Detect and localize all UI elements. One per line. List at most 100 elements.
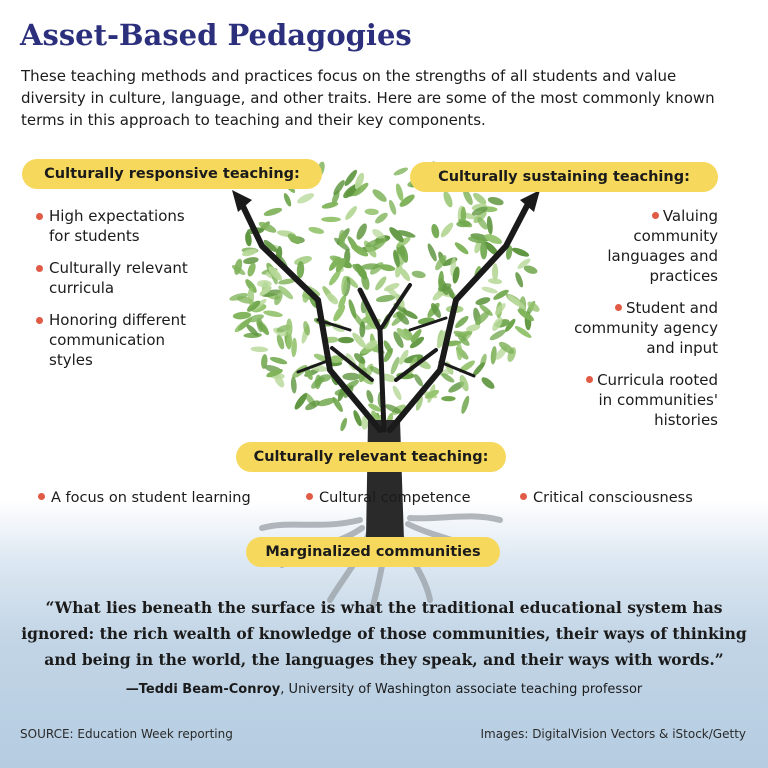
leaf xyxy=(392,385,402,401)
leaf xyxy=(410,329,422,343)
leaf xyxy=(424,389,440,399)
leaf xyxy=(305,400,320,411)
leaf xyxy=(247,262,256,277)
leaf xyxy=(291,337,297,358)
leaf xyxy=(258,221,277,233)
leaf xyxy=(475,297,491,305)
leaf xyxy=(350,244,369,257)
leaf xyxy=(361,263,380,270)
leaf xyxy=(411,270,426,279)
leaf xyxy=(481,377,495,389)
leaf xyxy=(242,249,257,257)
leaf xyxy=(460,206,467,224)
leaf xyxy=(268,266,283,281)
leaf xyxy=(294,393,307,410)
leaf xyxy=(438,270,444,290)
tree-branches xyxy=(237,197,533,433)
leaf xyxy=(366,389,374,404)
leaf xyxy=(480,241,488,260)
list-item: A focus on student learning xyxy=(38,490,251,506)
leaf xyxy=(263,310,283,318)
leaf xyxy=(468,236,487,244)
leaf xyxy=(461,395,470,414)
leaf xyxy=(435,255,447,271)
leaf xyxy=(456,220,471,228)
leaf xyxy=(395,183,404,201)
leaf xyxy=(484,241,499,256)
leaf xyxy=(448,381,465,393)
bullet-icon xyxy=(651,212,659,219)
leaf xyxy=(338,295,347,310)
leaf xyxy=(375,294,396,303)
leaf xyxy=(317,374,332,383)
leaf xyxy=(353,182,369,197)
leaf xyxy=(364,340,378,350)
leaf xyxy=(472,362,485,377)
leaf xyxy=(278,278,296,285)
leaf xyxy=(354,172,365,190)
leaf xyxy=(386,287,399,298)
leaf xyxy=(247,287,255,306)
leaf xyxy=(505,318,516,332)
leaf xyxy=(430,303,442,318)
leaf xyxy=(355,263,368,280)
arrow-left-icon xyxy=(232,190,252,212)
leaf xyxy=(326,293,339,305)
image-credit: Images: DigitalVision Vectors & iStock/G… xyxy=(480,727,747,741)
leaf xyxy=(490,346,497,365)
leaf xyxy=(481,286,498,294)
leaf xyxy=(505,245,513,260)
leaf xyxy=(402,309,418,319)
intro-text: These teaching methods and practices foc… xyxy=(21,67,715,129)
leaf xyxy=(471,206,488,216)
leaf xyxy=(333,180,345,196)
leaf xyxy=(372,229,385,240)
leaf xyxy=(321,216,341,223)
leaf xyxy=(441,396,456,402)
leaf xyxy=(261,354,268,369)
leaf xyxy=(375,212,388,224)
leaf xyxy=(459,360,475,373)
leaf xyxy=(365,238,384,248)
leaf xyxy=(263,239,278,253)
leaf xyxy=(427,243,437,262)
leaf xyxy=(517,308,535,322)
leaf xyxy=(257,279,272,288)
leaf xyxy=(462,188,473,206)
leaf xyxy=(345,206,357,220)
leaf xyxy=(354,353,366,364)
leaf xyxy=(454,242,469,255)
leaf xyxy=(399,267,411,282)
leaf xyxy=(415,396,423,411)
page-title: Asset-Based Pedagogies xyxy=(20,18,412,52)
leaf xyxy=(400,244,409,263)
leaf xyxy=(278,285,294,300)
leaf xyxy=(479,304,493,316)
leaf xyxy=(338,229,346,247)
leaf xyxy=(393,331,404,349)
leaf xyxy=(389,227,404,243)
leaf xyxy=(492,317,503,331)
leaf xyxy=(494,303,506,315)
leaf xyxy=(488,278,503,285)
leaf xyxy=(515,272,524,288)
leaf xyxy=(340,417,348,432)
leaf xyxy=(383,347,393,363)
leaf xyxy=(396,311,410,325)
leaf xyxy=(329,269,341,286)
leaf xyxy=(452,266,460,284)
leaf xyxy=(266,369,283,378)
leaf xyxy=(333,304,346,322)
leaf xyxy=(286,318,293,338)
tree-leaves xyxy=(229,161,540,432)
leaf xyxy=(486,216,493,235)
leaf xyxy=(456,343,463,361)
leaf xyxy=(303,321,311,336)
leaf xyxy=(396,237,411,248)
leaf xyxy=(455,315,469,329)
leaf xyxy=(356,223,367,240)
